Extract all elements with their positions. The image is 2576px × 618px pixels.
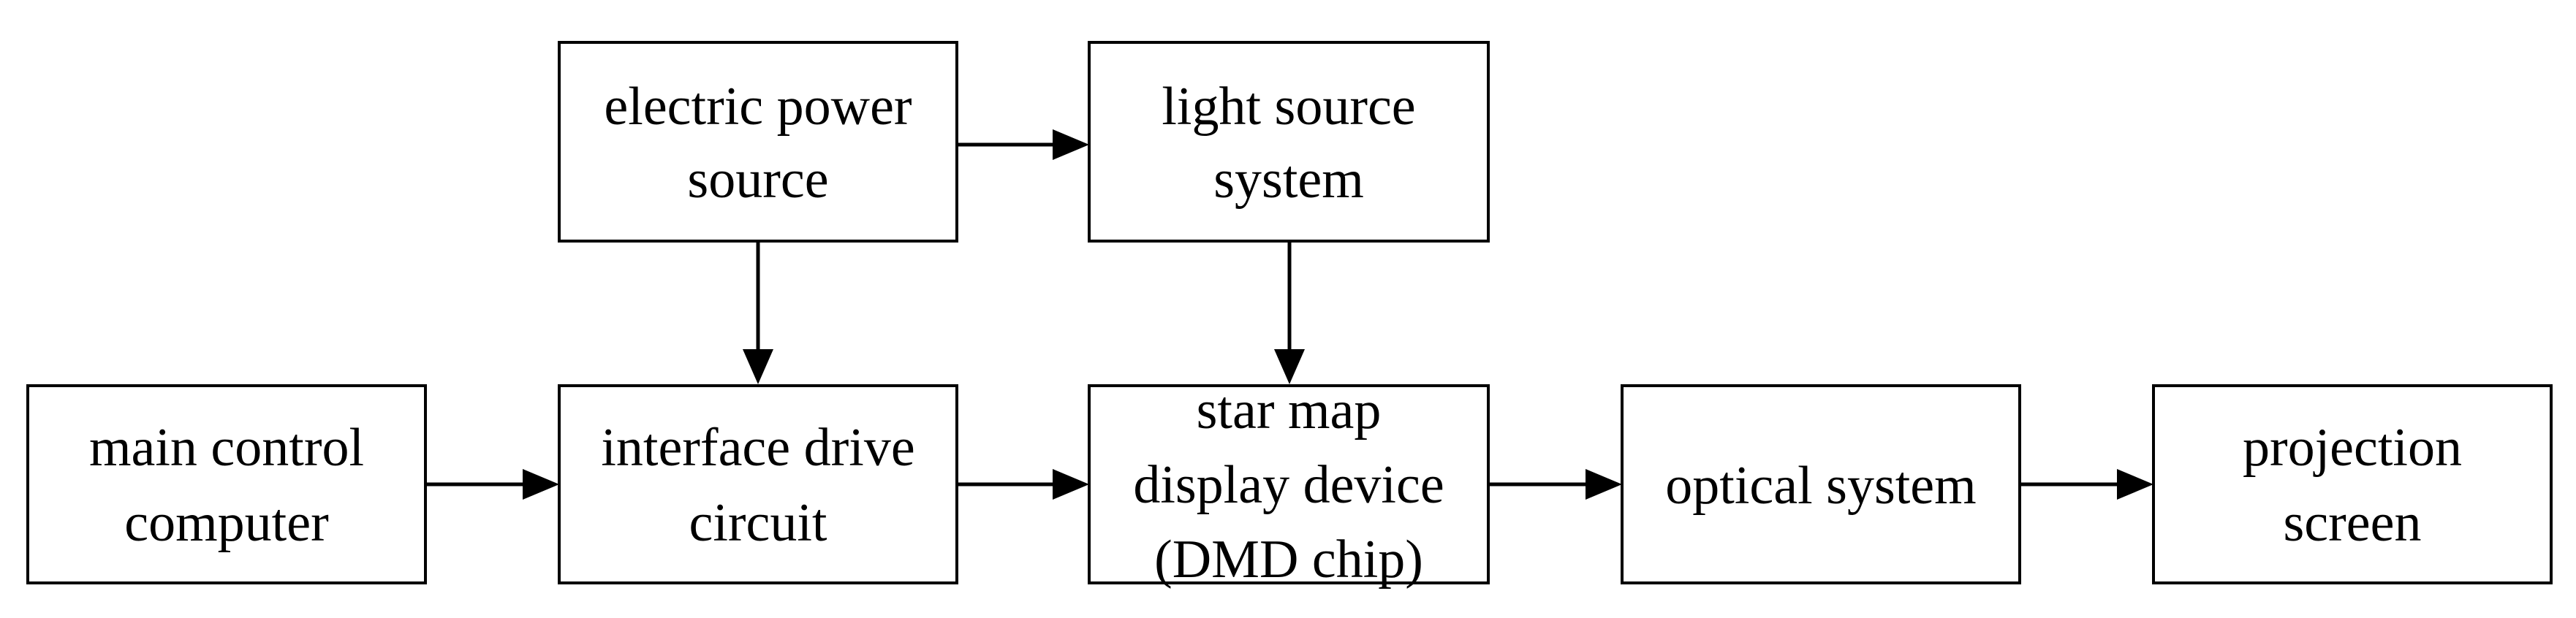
- arrow-computer-to-interface: [425, 469, 559, 500]
- node-label-line: optical system: [1665, 456, 1976, 516]
- node-label-line: interface drive: [601, 418, 914, 478]
- node-label-line: circuit: [689, 493, 827, 553]
- node-main-control-computer: main control computer: [26, 384, 427, 584]
- node-light-source-system: light source system: [1088, 41, 1490, 243]
- node-label-line: computer: [124, 493, 328, 553]
- node-label-line: system: [1213, 150, 1364, 210]
- node-label-line: projection: [2243, 418, 2462, 478]
- node-label-line: display device: [1133, 455, 1444, 515]
- node-star-map-display-device: star map display device (DMD chip): [1088, 381, 1490, 590]
- node-label-line: screen: [2284, 493, 2422, 553]
- node-electric-power-source: electric power source: [558, 41, 958, 243]
- node-interface-drive-circuit: interface drive circuit: [558, 384, 958, 584]
- node-label-line: star map: [1197, 381, 1382, 440]
- node-label-line: source: [687, 150, 828, 210]
- arrow-power-to-interface: [743, 241, 773, 384]
- node-optical-system: optical system: [1621, 384, 2021, 584]
- node-label-line: main control: [89, 418, 364, 478]
- node-label-line: electric power: [604, 77, 912, 137]
- node-projection-screen: projection screen: [2152, 384, 2553, 584]
- arrow-power-to-light-source: [957, 129, 1089, 160]
- arrow-light-source-to-display: [1274, 241, 1305, 384]
- arrow-optical-to-screen: [2020, 469, 2153, 500]
- arrow-display-to-optical: [1488, 469, 1622, 500]
- node-label-line: (DMD chip): [1154, 530, 1423, 590]
- arrow-interface-to-display: [957, 469, 1089, 500]
- node-label-line: light source: [1162, 77, 1415, 137]
